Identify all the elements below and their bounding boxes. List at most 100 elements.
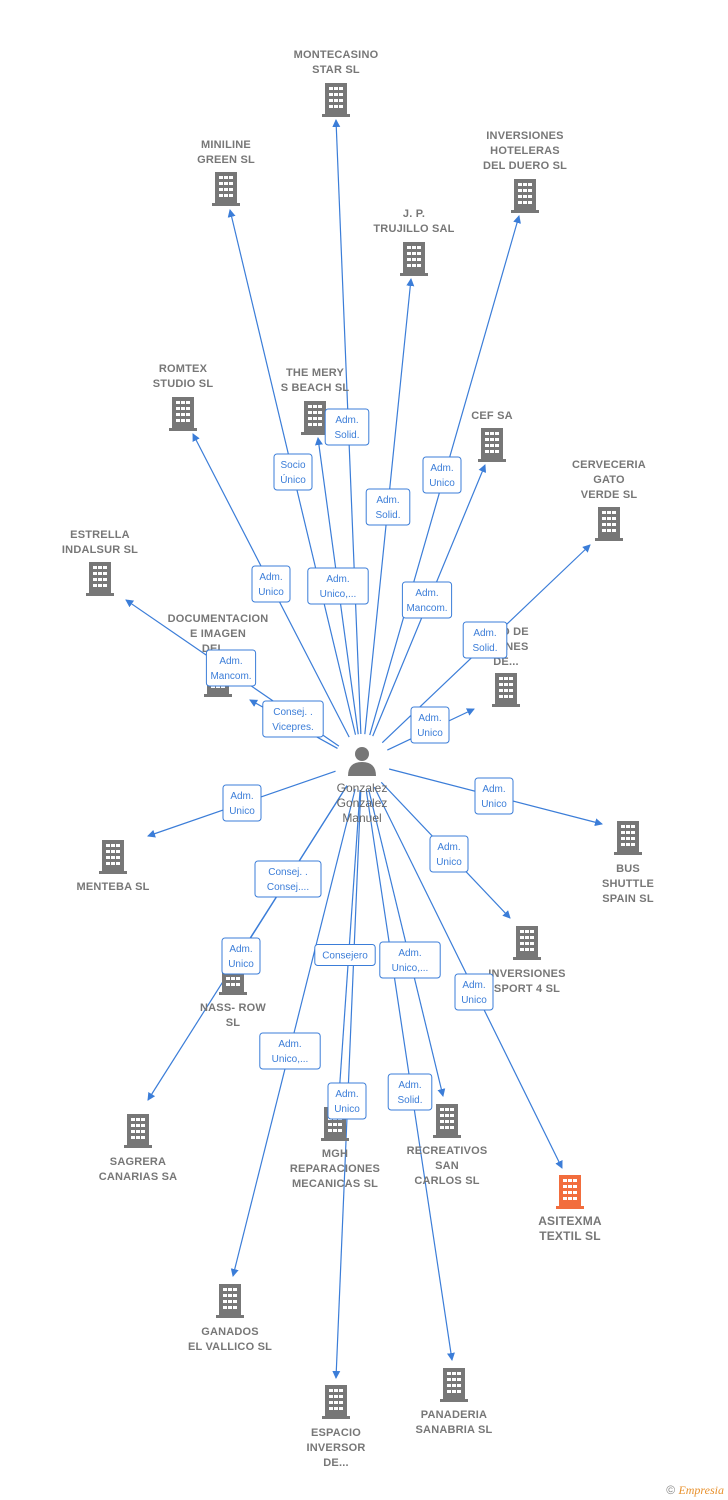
edge-label-text: Adm. xyxy=(326,574,349,585)
company-name-line: INVERSIONES xyxy=(488,968,565,980)
edge-role-label: Adm.Unico xyxy=(410,706,450,744)
company-node-cef[interactable]: CEF SA xyxy=(471,410,513,462)
edge-label-box xyxy=(262,700,324,738)
edge-label-text: Adm. xyxy=(335,1089,358,1100)
company-node-miniline[interactable]: MINILINE GREEN SL xyxy=(197,139,255,206)
company-node-jp-trujillo[interactable]: J. P. TRUJILLO SAL xyxy=(373,208,454,276)
edge-label-box xyxy=(401,581,453,619)
edge-label-box xyxy=(259,1032,321,1070)
building-icon xyxy=(595,507,623,541)
edge-role-label: Consej. .Vicepres. xyxy=(262,700,324,738)
company-name-line: CEF SA xyxy=(471,410,513,422)
edge-role-label: Adm.Unico xyxy=(327,1082,367,1120)
edge-role-label: Adm.Mancom. xyxy=(401,581,453,619)
edge-role-label: Adm.Unico,... xyxy=(379,941,441,979)
edge-label-text: Solid. xyxy=(334,430,359,441)
building-icon xyxy=(322,83,350,117)
company-name-line: TEXTIL SL xyxy=(539,1229,601,1243)
edge-label-text: Consej. . xyxy=(273,707,312,718)
company-name-line: J. P. xyxy=(403,208,425,220)
edge-label-box xyxy=(205,649,257,687)
company-name-line: CANARIAS SA xyxy=(99,1171,178,1183)
company-node-bus-shuttle[interactable]: BUS SHUTTLE SPAIN SL xyxy=(602,821,654,905)
edge-label-text: Consejero xyxy=(322,951,368,962)
edge-label-box xyxy=(327,1082,367,1120)
company-name-line: MECANICAS SL xyxy=(292,1178,378,1190)
building-icon xyxy=(400,242,428,276)
company-name-line: PANADERIA xyxy=(421,1409,487,1421)
company-name-line: DOCUMENTACION xyxy=(168,613,269,625)
edge-label-box xyxy=(387,1073,433,1111)
edge-label-text: Adm. xyxy=(259,572,282,583)
edge-role-label: Adm. Unico,... xyxy=(259,1032,321,1070)
edge-label-text: Unico xyxy=(258,587,284,598)
edge-label-text: Adm. xyxy=(462,980,485,991)
edge-label-box xyxy=(474,777,514,815)
company-name-line: CERVECERIA xyxy=(572,459,646,471)
copyright-icon: © xyxy=(666,1483,676,1497)
company-name-line: DE... xyxy=(323,1457,348,1469)
company-name-line: DEL DUERO SL xyxy=(483,160,567,172)
company-node-menteba[interactable]: MENTEBA SL xyxy=(76,840,149,893)
company-name-line: CARLOS SL xyxy=(414,1175,479,1187)
company-name-line: ESTRELLA xyxy=(70,529,130,541)
company-name-line: SPORT 4 SL xyxy=(494,983,560,995)
brand-logo: Empresia xyxy=(678,1483,724,1497)
edge-label-box xyxy=(251,565,291,603)
company-name-line: INVERSIONES xyxy=(486,130,563,142)
company-name-line: SL xyxy=(226,1017,241,1029)
edge-label-text: Adm. xyxy=(376,495,399,506)
edge-label-box xyxy=(410,706,450,744)
edge-label-text: Socio xyxy=(280,460,305,471)
edge-label-text: Adm. xyxy=(415,588,438,599)
watermark: © Empresia xyxy=(666,1483,724,1498)
edge-label-text: Adm. xyxy=(278,1039,301,1050)
edge-label-box xyxy=(462,621,508,659)
company-name-line: ROMTEX xyxy=(159,363,208,375)
edge-role-label: Adm.Solid. xyxy=(365,488,411,526)
company-name-line: GREEN SL xyxy=(197,154,255,166)
company-name-line: REPARACIONES xyxy=(290,1163,380,1175)
company-name-line: TRUJILLO SAL xyxy=(373,223,454,235)
company-name-line: SANABRIA SL xyxy=(416,1424,493,1436)
company-node-panaderia[interactable]: PANADERIA SANABRIA SL xyxy=(416,1368,493,1436)
company-name-line: THE MERY xyxy=(286,367,344,379)
company-name-line: SPAIN SL xyxy=(602,893,654,905)
company-node-espacio[interactable]: ESPACIO INVERSOR DE... xyxy=(306,1385,365,1469)
edge-label-text: Unico,... xyxy=(272,1054,309,1065)
person-name-line: Gonzalez xyxy=(337,781,388,795)
edge-label-text: Adm. xyxy=(430,463,453,474)
edge-role-label: Adm. Unico xyxy=(251,565,291,603)
company-name-line: MINILINE xyxy=(201,139,251,151)
building-icon xyxy=(169,397,197,431)
edge-role-label: Adm.Unico xyxy=(422,456,462,494)
edge-label-box xyxy=(307,567,369,605)
edge-label-text: Mancom. xyxy=(210,671,251,682)
edge-label-box xyxy=(454,973,494,1011)
edge-label-box xyxy=(254,860,322,898)
building-icon xyxy=(440,1368,468,1402)
company-name-line: ESPACIO xyxy=(311,1427,361,1439)
edge-label-text: Unico xyxy=(417,728,443,739)
company-name-line: BUS xyxy=(616,863,640,875)
company-name-line: SHUTTLE xyxy=(602,878,654,890)
company-name-line: INVERSOR xyxy=(306,1442,365,1454)
company-node-inversiones-sport[interactable]: INVERSIONES SPORT 4 SL xyxy=(488,926,565,995)
building-icon xyxy=(86,562,114,596)
company-name-line: SAN xyxy=(435,1160,459,1172)
